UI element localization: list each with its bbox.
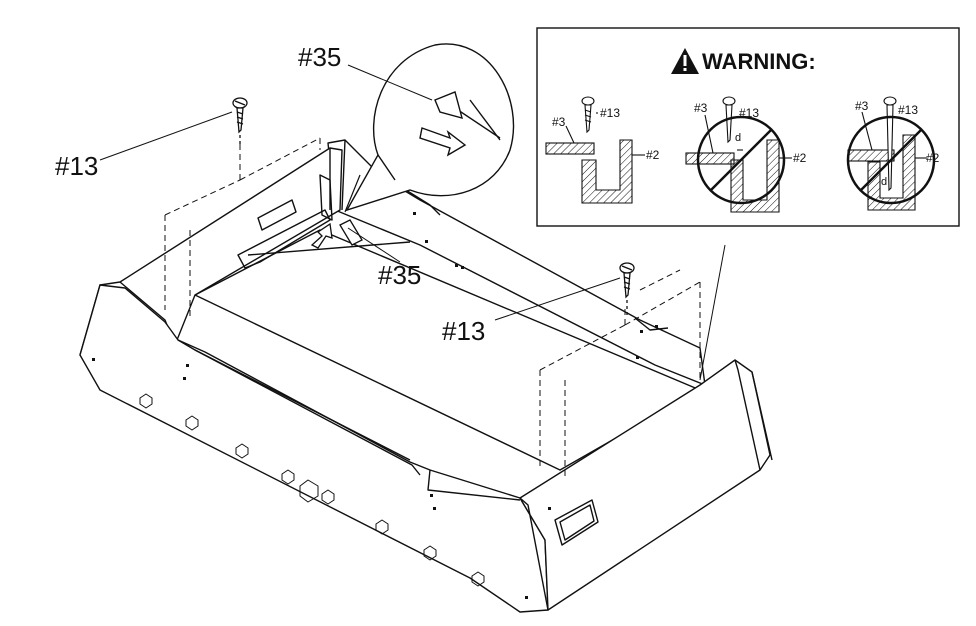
- p3-part3: #3: [855, 99, 869, 113]
- leader-lines: [99, 64, 621, 321]
- p3-part2: #2: [926, 151, 940, 165]
- p3-screw: #13: [898, 103, 918, 117]
- screw-label-right: #13: [442, 316, 485, 346]
- warning-panel-gap: [685, 96, 792, 213]
- warning-panel-offset: [846, 96, 936, 211]
- p3-gap: d: [881, 176, 887, 188]
- screw-label-left: #13: [55, 151, 98, 181]
- p1-part2: #2: [646, 148, 660, 162]
- guide-lines: [164, 137, 701, 480]
- zoom-indicator-line: [699, 244, 726, 381]
- warning-triangle-icon: [671, 48, 699, 74]
- panel-holes: [139, 393, 485, 587]
- tray-assembly: [79, 137, 773, 613]
- bracket-label-top: #35: [298, 42, 341, 72]
- p2-part2: #2: [793, 151, 807, 165]
- right-end-panel: [519, 359, 771, 611]
- warning-title: WARNING:: [702, 49, 816, 74]
- p1-part3: #3: [552, 115, 566, 129]
- p2-part3: #3: [694, 101, 708, 115]
- p2-gap: d: [735, 132, 741, 144]
- bracket-label-mid: #35: [378, 260, 421, 290]
- magnifier-bubble: [344, 43, 515, 213]
- p1-screw: #13: [600, 106, 620, 120]
- handle-cutout: [554, 499, 599, 546]
- inner-bracket-left: [237, 209, 331, 269]
- p2-screw: #13: [739, 106, 759, 120]
- screw-icon: [232, 97, 248, 145]
- warning-box: WARNING: #3 #13 #2 #3 #13: [536, 27, 960, 227]
- pilot-holes: [92, 212, 658, 599]
- screw-icon: [619, 262, 635, 318]
- warning-panel-correct: [545, 96, 645, 204]
- arrow-icon: [310, 219, 363, 249]
